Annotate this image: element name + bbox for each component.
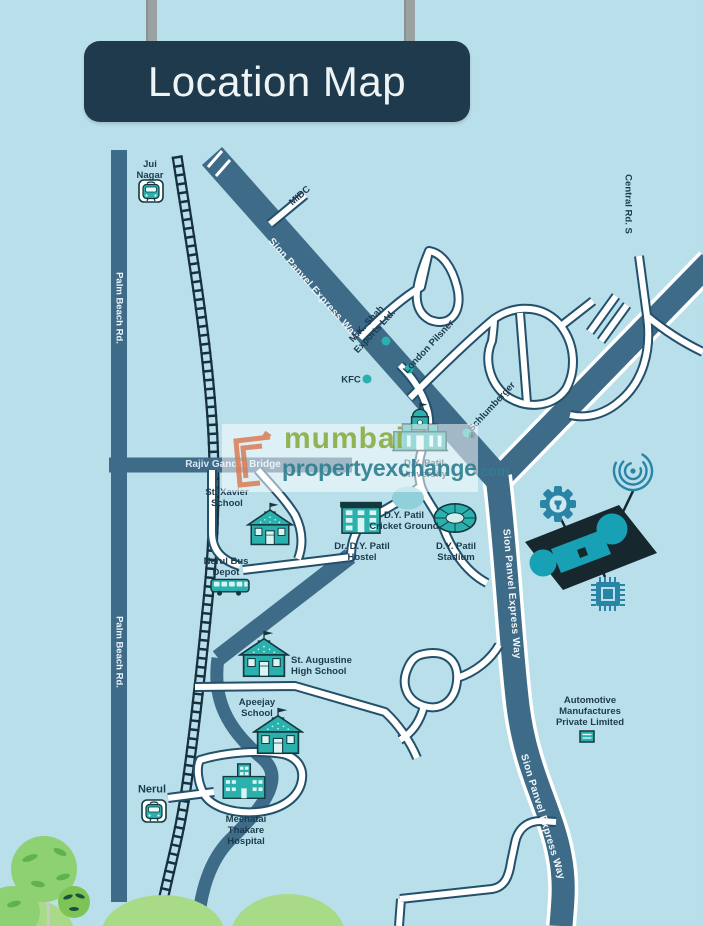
stadium-icon [433, 502, 477, 534]
watermark-domain-suffix: .com [476, 463, 510, 479]
factory-icon [579, 730, 595, 743]
watermark-brand-bottom: propertyexchange.com [282, 455, 510, 481]
tree-icon [0, 836, 90, 926]
location-dot [381, 336, 391, 346]
road-label-central-rd: Central Rd. S [622, 174, 634, 234]
location-dot [404, 364, 414, 374]
bus-icon [210, 578, 250, 597]
greenery [0, 836, 344, 926]
sign-post-left [146, 0, 157, 46]
road-label-palm-beach-bottom: Palm Beach Rd. [113, 616, 125, 688]
train-station-icon [138, 179, 164, 203]
page-title: Location Map [147, 57, 407, 105]
sign-post-right [404, 0, 415, 46]
chip-icon [591, 577, 625, 611]
landmark-icons [138, 179, 595, 823]
cricket-ground-icon [392, 486, 424, 510]
watermark-brand-top: mumbai [284, 422, 406, 455]
fingerprint-icon [612, 450, 654, 492]
location-dot [362, 374, 372, 384]
kfc-label: KFC [341, 374, 361, 386]
registered-mark: ® [469, 431, 475, 440]
nerul-label: Nerul [137, 783, 167, 796]
watermark: mumbai propertyexchange.com ® [222, 422, 509, 492]
project-site-marker [525, 450, 657, 611]
title-banner: Location Map [84, 41, 470, 122]
watermark-logo [233, 430, 272, 488]
hospital-icon [222, 763, 266, 799]
road-label-palm-beach-top: Palm Beach Rd. [113, 272, 125, 344]
train-station-icon [141, 799, 167, 823]
gear-icon [540, 486, 576, 522]
